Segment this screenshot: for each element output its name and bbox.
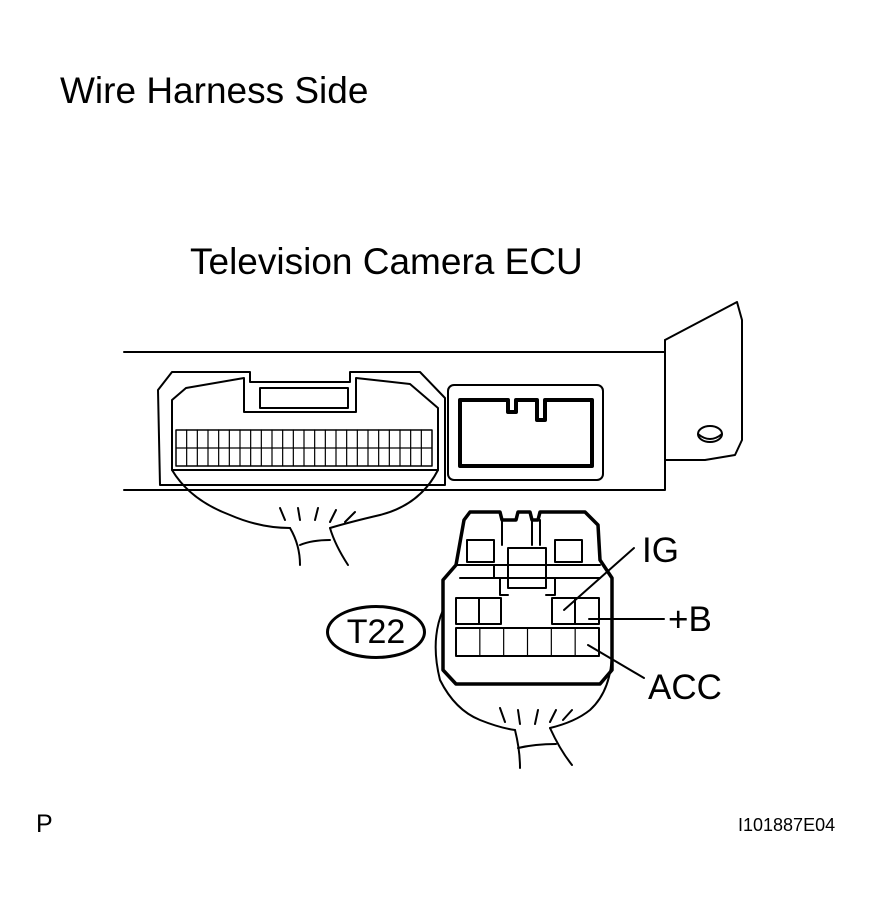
component-label: Television Camera ECU — [190, 241, 583, 282]
ecu-receptacle-small — [447, 384, 604, 481]
pin-label-ig: IG — [642, 531, 679, 570]
figure-id: I101887E04 — [738, 815, 836, 835]
plug-t22 — [441, 510, 614, 686]
leader-ig — [563, 547, 635, 611]
large-receptacle-pins — [175, 429, 433, 467]
pin-leaders — [563, 547, 665, 679]
page-title: Wire Harness Side — [60, 70, 369, 111]
harness-left — [171, 469, 439, 566]
harness-bottom — [434, 609, 613, 769]
leader-acc — [587, 644, 645, 679]
pin-label-b: +B — [668, 600, 712, 639]
pin-label-acc: ACC — [648, 668, 722, 707]
plug-pins — [479, 627, 576, 657]
connector-id-badge: T22 — [326, 605, 426, 659]
ecu-housing — [123, 301, 743, 491]
corner-mark: P — [36, 810, 53, 838]
ecu-receptacle-large — [157, 371, 446, 486]
